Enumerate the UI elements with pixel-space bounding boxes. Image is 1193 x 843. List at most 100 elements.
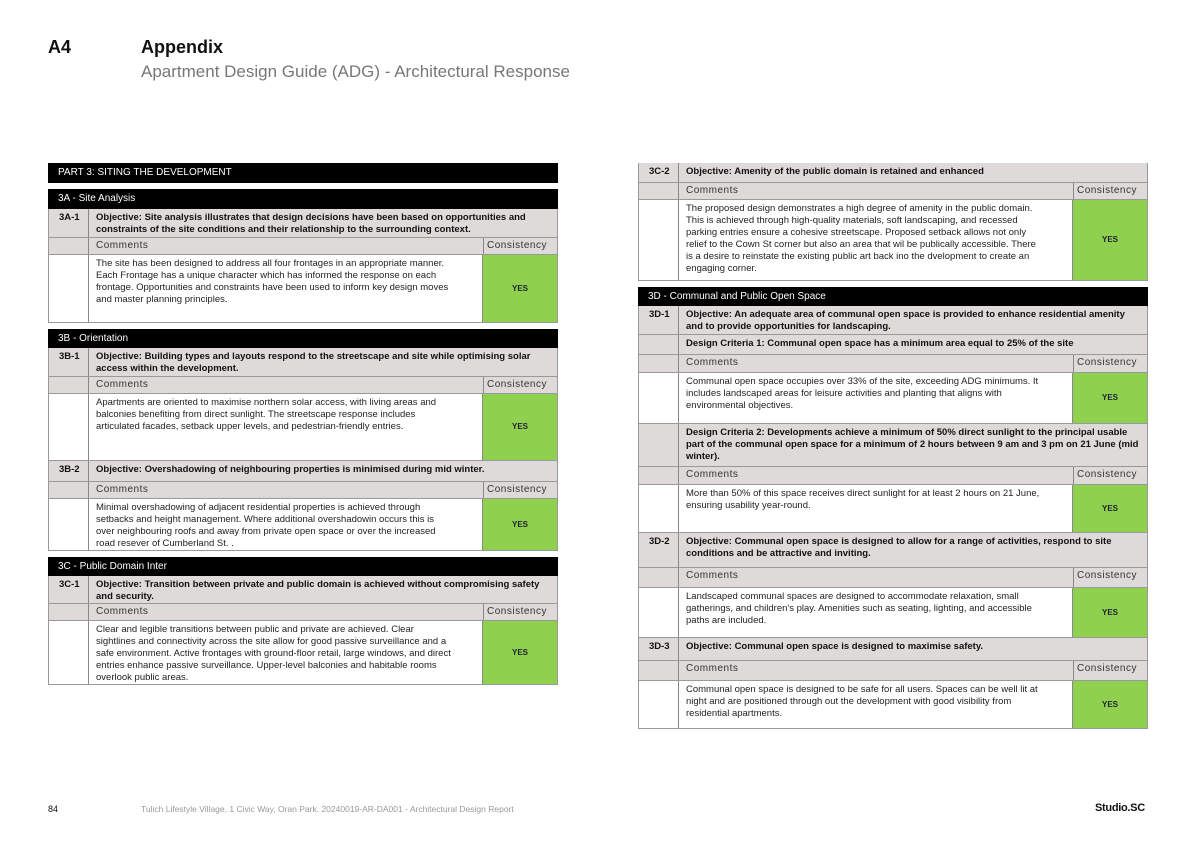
section-header: 3D - Communal and Public Open Space — [638, 287, 1148, 306]
criteria-text: Design Criteria 1: Communal open space h… — [686, 338, 1074, 349]
section-header: PART 3: SITING THE DEVELOPMENT — [48, 163, 558, 183]
consistency-label: Consistency — [1073, 467, 1147, 484]
blank-cell — [639, 355, 679, 372]
consistency-label: Consistency — [1073, 183, 1147, 199]
design-criteria-row: Design Criteria 1: Communal open space h… — [638, 335, 1148, 355]
objective-code: 3B-1 — [49, 348, 89, 376]
comment-row: Communal open space occupies over 33% of… — [638, 373, 1148, 424]
consistency-label: Consistency — [483, 482, 557, 498]
comments-label: Comments — [96, 606, 149, 617]
objective-code: 3A-1 — [49, 209, 89, 237]
objective-code: 3B-2 — [49, 461, 89, 481]
objective-row: 3B-1 Objective: Building types and layout… — [48, 348, 558, 377]
objective-text: Objective: Communal open space is design… — [686, 641, 984, 652]
objective-text: Objective: Site analysis illustrates tha… — [96, 212, 526, 235]
blank-cell — [49, 377, 89, 393]
comments-header-row: Comments Consistency — [48, 482, 558, 499]
blank-cell — [49, 255, 89, 322]
consistency-status-badge: YES — [1072, 588, 1147, 637]
consistency-label: Consistency — [1073, 355, 1147, 372]
comment-row: Landscaped communal spaces are designed … — [638, 588, 1148, 638]
objective-code — [639, 424, 679, 466]
blank-cell — [639, 485, 679, 532]
blank-cell — [49, 394, 89, 460]
consistency-status-badge: YES — [1072, 681, 1147, 728]
comments-label: Comments — [686, 570, 739, 581]
consistency-label: Consistency — [1073, 568, 1147, 587]
consistency-label: Consistency — [483, 238, 557, 254]
footer-text: Tulich Lifestyle Village, 1 Civic Way, O… — [141, 804, 514, 814]
studio-logo: Studio.SC — [1095, 802, 1145, 814]
section-header: 3C - Public Domain Inter — [48, 557, 558, 576]
consistency-label: Consistency — [483, 377, 557, 393]
comment-text: Landscaped communal spaces are designed … — [686, 591, 1032, 626]
blank-cell — [639, 373, 679, 423]
blank-cell — [49, 621, 89, 684]
consistency-status-badge: YES — [1072, 485, 1147, 532]
page-title: Appendix — [141, 37, 224, 57]
comments-header-row: Comments Consistency — [48, 377, 558, 394]
objective-code: 3D-3 — [639, 638, 679, 660]
comment-text: Communal open space occupies over 33% of… — [686, 376, 1039, 411]
consistency-status-badge: YES — [1072, 200, 1147, 280]
consistency-status-badge: YES — [482, 255, 557, 322]
comment-row: The proposed design demonstrates a high … — [638, 200, 1148, 281]
comments-label: Comments — [686, 469, 739, 480]
objective-code: 3D-1 — [639, 306, 679, 334]
objective-row: 3A-1 Objective: Site analysis illustrates… — [48, 209, 558, 238]
blank-cell — [639, 568, 679, 587]
blank-cell — [639, 588, 679, 637]
comment-text: Apartments are oriented to maximise nort… — [96, 397, 437, 432]
comments-label: Comments — [686, 357, 739, 368]
blank-cell — [639, 183, 679, 199]
consistency-status-badge: YES — [1072, 373, 1147, 423]
criteria-text: Design Criteria 2: Developments achieve … — [686, 427, 1139, 462]
comment-row: More than 50% of this space receives dir… — [638, 485, 1148, 533]
objective-text: Objective: Overshadowing of neighbouring… — [96, 464, 485, 475]
comments-label: Comments — [686, 663, 739, 674]
comments-header-row: Comments Consistency — [638, 355, 1148, 373]
objective-code — [639, 335, 679, 354]
consistency-label: Consistency — [1073, 661, 1147, 680]
objective-text: Objective: Communal open space is design… — [686, 536, 1112, 559]
blank-cell — [49, 238, 89, 254]
objective-text: Objective: An adequate area of communal … — [686, 309, 1125, 332]
objective-row: 3B-2 Objective: Overshadowing of neighbou… — [48, 461, 558, 482]
comments-label: Comments — [686, 185, 739, 196]
comment-row: Clear and legible transitions between pu… — [48, 621, 558, 685]
comments-label: Comments — [96, 484, 149, 495]
consistency-status-badge: YES — [482, 394, 557, 460]
design-criteria-row: Design Criteria 2: Developments achieve … — [638, 424, 1148, 467]
appendix-code: A4 — [48, 37, 72, 57]
comments-label: Comments — [96, 379, 149, 390]
comment-row: Apartments are oriented to maximise nort… — [48, 394, 558, 461]
consistency-label: Consistency — [483, 604, 557, 620]
blank-cell — [639, 681, 679, 728]
objective-row: 3D-1 Objective: An adequate area of commu… — [638, 306, 1148, 335]
consistency-status-badge: YES — [482, 621, 557, 684]
blank-cell — [49, 499, 89, 550]
comment-row: The site has been designed to address al… — [48, 255, 558, 323]
objective-text: Objective: Building types and layouts re… — [96, 351, 531, 374]
page-number: 84 — [48, 804, 59, 814]
comment-text: The proposed design demonstrates a high … — [686, 203, 1036, 274]
comment-text: Clear and legible transitions between pu… — [96, 624, 451, 683]
consistency-status-badge: YES — [482, 499, 557, 550]
objective-code: 3C-1 — [49, 576, 89, 603]
comments-header-row: Comments Consistency — [638, 661, 1148, 681]
objective-code: 3C-2 — [639, 163, 679, 182]
blank-cell — [639, 200, 679, 280]
blank-cell — [639, 467, 679, 484]
page-subtitle: Apartment Design Guide (ADG) - Architect… — [141, 62, 570, 81]
comments-header-row: Comments Consistency — [638, 568, 1148, 588]
comment-text: Communal open space is designed to be sa… — [686, 684, 1038, 719]
comments-header-row: Comments Consistency — [48, 604, 558, 621]
comment-row: Minimal overshadowing of adjacent reside… — [48, 499, 558, 551]
comment-text: Minimal overshadowing of adjacent reside… — [96, 502, 436, 549]
comment-row: Communal open space is designed to be sa… — [638, 681, 1148, 729]
